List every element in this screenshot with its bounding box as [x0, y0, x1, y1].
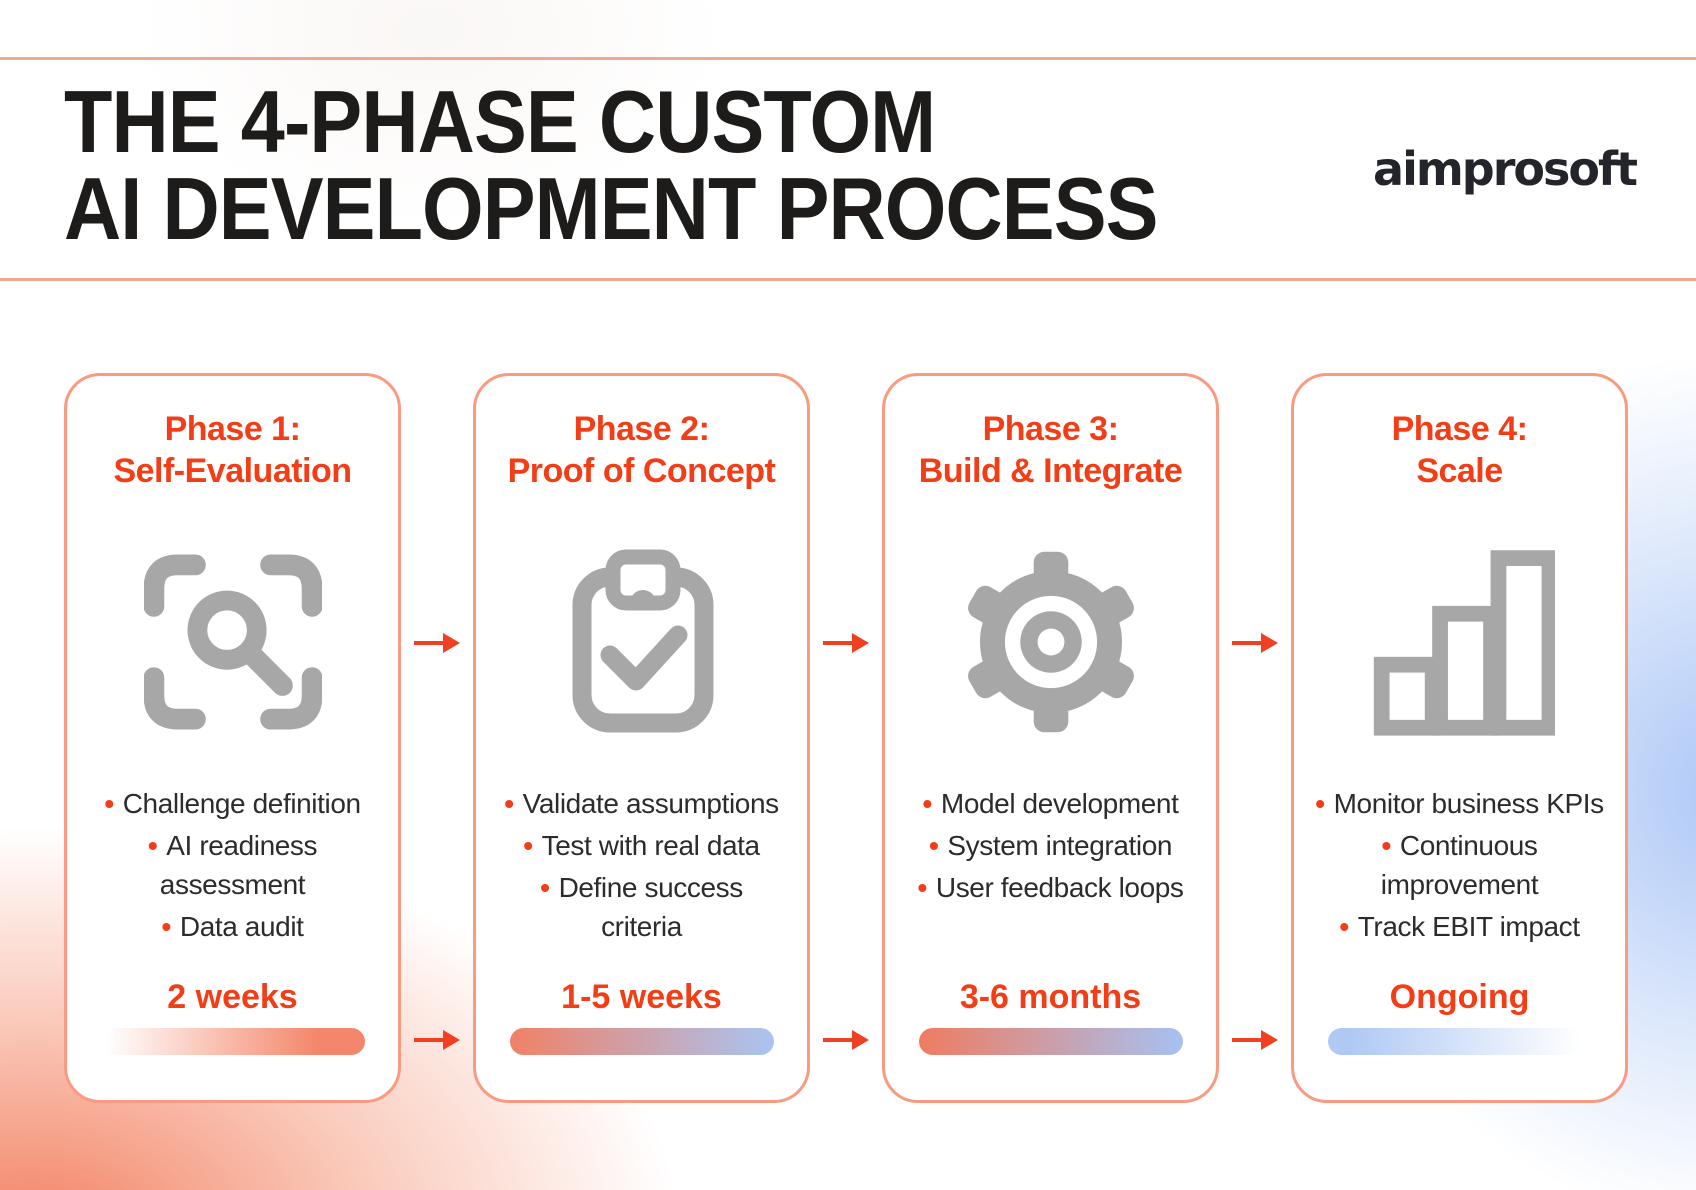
list-item: •Continuous improvement [1380, 830, 1539, 900]
bullet-dot: • [161, 911, 171, 942]
phase-2-progress-bar [509, 1028, 774, 1055]
phase-4-icon-wrap [1294, 544, 1625, 740]
list-item: •Test with real data [523, 830, 760, 861]
list-item: •Track EBIT impact [1339, 911, 1580, 942]
clipboard-check-icon [572, 549, 713, 733]
arrow-right-icon [1232, 1030, 1278, 1050]
arrow-right-icon [823, 1030, 869, 1050]
phase-4-bullet-list: •Monitor business KPIs •Continuous impro… [1302, 784, 1617, 949]
phase-4-heading-line1: Phase 4: [1391, 410, 1528, 448]
phase-1-heading-line1: Phase 1: [164, 410, 301, 448]
phase-2-heading: Phase 2: Proof of Concept [476, 408, 807, 492]
list-item: •Define success criteria [540, 872, 743, 942]
arrow-right-icon [823, 633, 869, 653]
bullet-dot: • [1315, 788, 1325, 819]
phase-4-duration: Ongoing [1389, 978, 1530, 1016]
scan-search-icon [143, 554, 322, 730]
arrow-right-icon [414, 633, 460, 653]
bullet-dot: • [917, 872, 927, 903]
phase-3-duration: 3-6 months [959, 978, 1142, 1016]
bullet-dot: • [504, 788, 514, 819]
header-bottom-divider [0, 278, 1696, 281]
arrow-right-icon [1232, 633, 1278, 653]
bullet-dot: • [1339, 911, 1349, 942]
phase-3-heading-line2: Build & Integrate [918, 452, 1183, 490]
phase-3-heading-line1: Phase 3: [982, 410, 1119, 448]
phase-4-heading-line2: Scale [1416, 452, 1503, 490]
bullet-dot: • [922, 788, 933, 819]
list-item: •AI readiness assessment [147, 830, 318, 900]
bullet-dot: • [147, 830, 158, 861]
phase-2-card: Phase 2: Proof of Concept •Validate assum… [473, 373, 810, 1103]
list-item: •User feedback loops [917, 872, 1184, 903]
bar-chart-icon [1373, 550, 1555, 736]
phase-3-progress-bar [918, 1028, 1183, 1055]
gear-icon [967, 551, 1134, 733]
phase-1-card: Phase 1: Self-Evaluation •Challenge defin… [64, 373, 401, 1103]
phase-2-heading-line2: Proof of Concept [507, 452, 776, 490]
phase-3-bullet-list: •Model development •System integration •… [893, 784, 1208, 910]
phase-1-duration: 2 weeks [167, 978, 298, 1016]
list-item: •Challenge definition [104, 788, 361, 819]
phase-2-icon-wrap [476, 544, 807, 740]
bullet-dot: • [104, 788, 114, 819]
aimprosoft-logo: aimprosoft [1373, 142, 1638, 196]
phase-3-card: Phase 3: Build & Integrate •Model develop… [882, 373, 1219, 1103]
phase-1-heading-line2: Self-Evaluation [113, 452, 352, 490]
phase-2-heading-line1: Phase 2: [573, 410, 710, 448]
bullet-dot: • [1381, 830, 1391, 861]
list-item: •Model development [922, 788, 1179, 819]
phase-3-heading: Phase 3: Build & Integrate [885, 408, 1216, 492]
header-top-divider [0, 57, 1696, 60]
list-item: •Validate assumptions [504, 788, 779, 819]
list-item: •System integration [928, 830, 1173, 861]
phase-1-bullet-list: •Challenge definition •AI readiness asse… [75, 784, 390, 949]
phase-2-duration: 1-5 weeks [561, 978, 722, 1016]
phase-1-progress-bar [100, 1028, 365, 1055]
phase-4-progress-bar [1327, 1028, 1592, 1055]
bullet-dot: • [928, 830, 939, 861]
list-item: •Data audit [161, 911, 304, 942]
list-item: •Monitor business KPIs [1315, 788, 1604, 819]
phase-1-icon-wrap [67, 544, 398, 740]
phase-4-card: Phase 4: Scale •Monitor business KPIs •Co… [1291, 373, 1628, 1103]
bullet-dot: • [523, 830, 533, 861]
page-title-line2: AI DEVELOPMENT PROCESS [64, 159, 1158, 258]
bullet-dot: • [540, 872, 550, 903]
phase-3-icon-wrap [885, 544, 1216, 740]
phase-4-heading: Phase 4: Scale [1294, 408, 1625, 492]
phase-1-heading: Phase 1: Self-Evaluation [67, 408, 398, 492]
phase-2-bullet-list: •Validate assumptions •Test with real da… [484, 784, 799, 949]
page-title-line1: THE 4-PHASE CUSTOM [64, 72, 936, 171]
arrow-right-icon [414, 1030, 460, 1050]
